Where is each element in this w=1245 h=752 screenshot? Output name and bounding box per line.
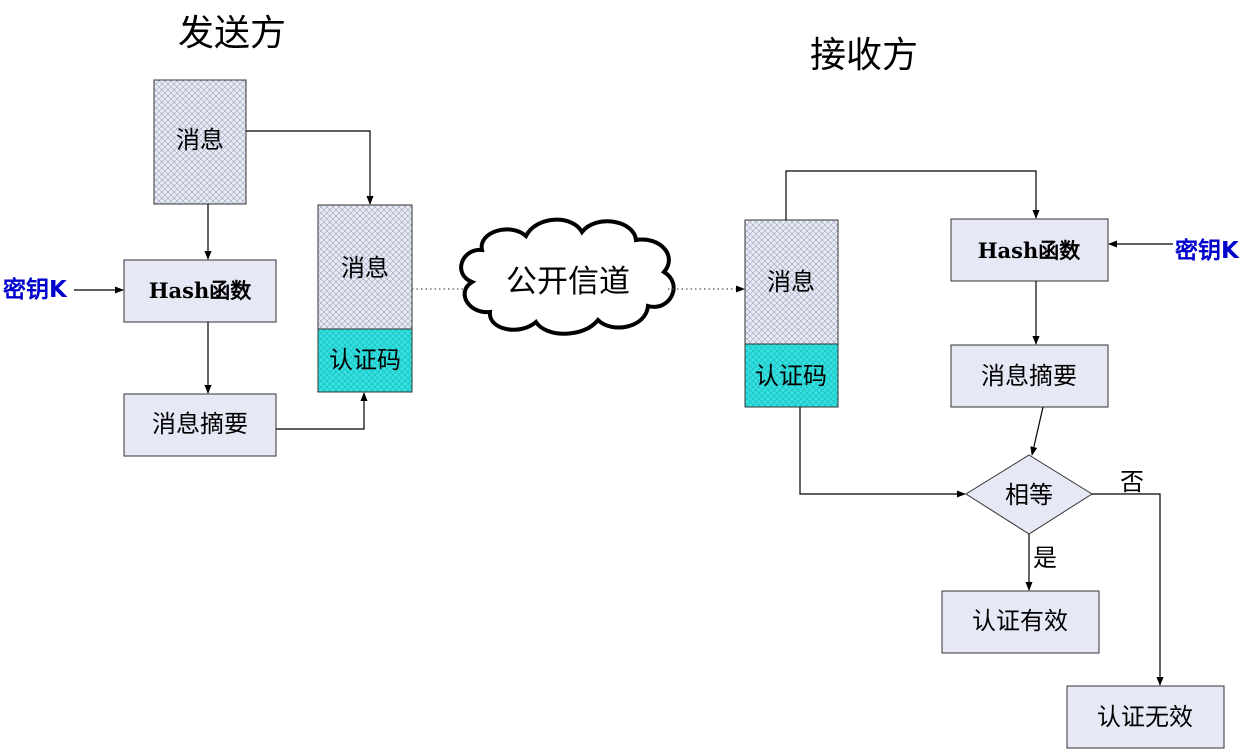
compare-diamond: 相等	[965, 454, 1093, 535]
yes-label: 是	[1033, 544, 1057, 572]
public-channel-label: 公开信道	[506, 264, 630, 300]
edge-compare-no	[1092, 493, 1164, 686]
valid-label: 认证有效	[972, 607, 1068, 635]
receiver-hash-box: Hash函数	[950, 218, 1109, 282]
compare-label: 相等	[1005, 481, 1053, 509]
sender-hash-box: Hash函数	[123, 259, 277, 323]
sender-key-label: 密钥K	[3, 276, 68, 303]
no-label: 否	[1120, 468, 1144, 496]
receiver-packet-mac-label: 认证码	[755, 362, 827, 390]
public-channel-cloud: 公开信道	[459, 217, 676, 336]
sender-digest-box: 消息摘要	[123, 393, 277, 457]
invalid-label: 认证无效	[1097, 703, 1193, 731]
sender-packet-mac-label: 认证码	[329, 346, 401, 374]
sender-packet-message-label: 消息	[341, 254, 389, 282]
sender-hash-label: Hash函数	[149, 278, 253, 303]
edge-message-to-packet	[246, 130, 374, 205]
sender-digest-label: 消息摘要	[152, 410, 248, 438]
receiver-hash-label: Hash函数	[978, 238, 1082, 263]
sender-packet: 消息 认证码	[317, 204, 413, 393]
edge-digest-to-mac	[276, 392, 368, 430]
receiver-packet: 消息 认证码	[744, 219, 839, 408]
receiver-digest-box: 消息摘要	[950, 344, 1109, 408]
edge-rx-message-to-hash	[785, 170, 1040, 220]
receiver-key-label: 密钥K	[1175, 237, 1240, 264]
receiver-title: 接收方	[810, 35, 918, 76]
edge-digest-to-compare	[1030, 406, 1044, 456]
receiver-packet-mac-box	[744, 343, 839, 408]
sender-packet-mac-box	[317, 328, 413, 393]
sender-message-label: 消息	[176, 126, 224, 154]
invalid-box: 认证无效	[1066, 685, 1225, 749]
receiver-digest-label: 消息摘要	[981, 362, 1077, 390]
valid-box: 认证有效	[941, 590, 1100, 654]
sender-packet-message-box	[317, 204, 413, 330]
sender-title: 发送方	[178, 13, 286, 54]
edge-mac-to-compare	[799, 407, 966, 498]
sender-message-box: 消息	[153, 79, 247, 205]
receiver-packet-message-label: 消息	[767, 268, 815, 296]
receiver-packet-message-box	[744, 219, 839, 345]
